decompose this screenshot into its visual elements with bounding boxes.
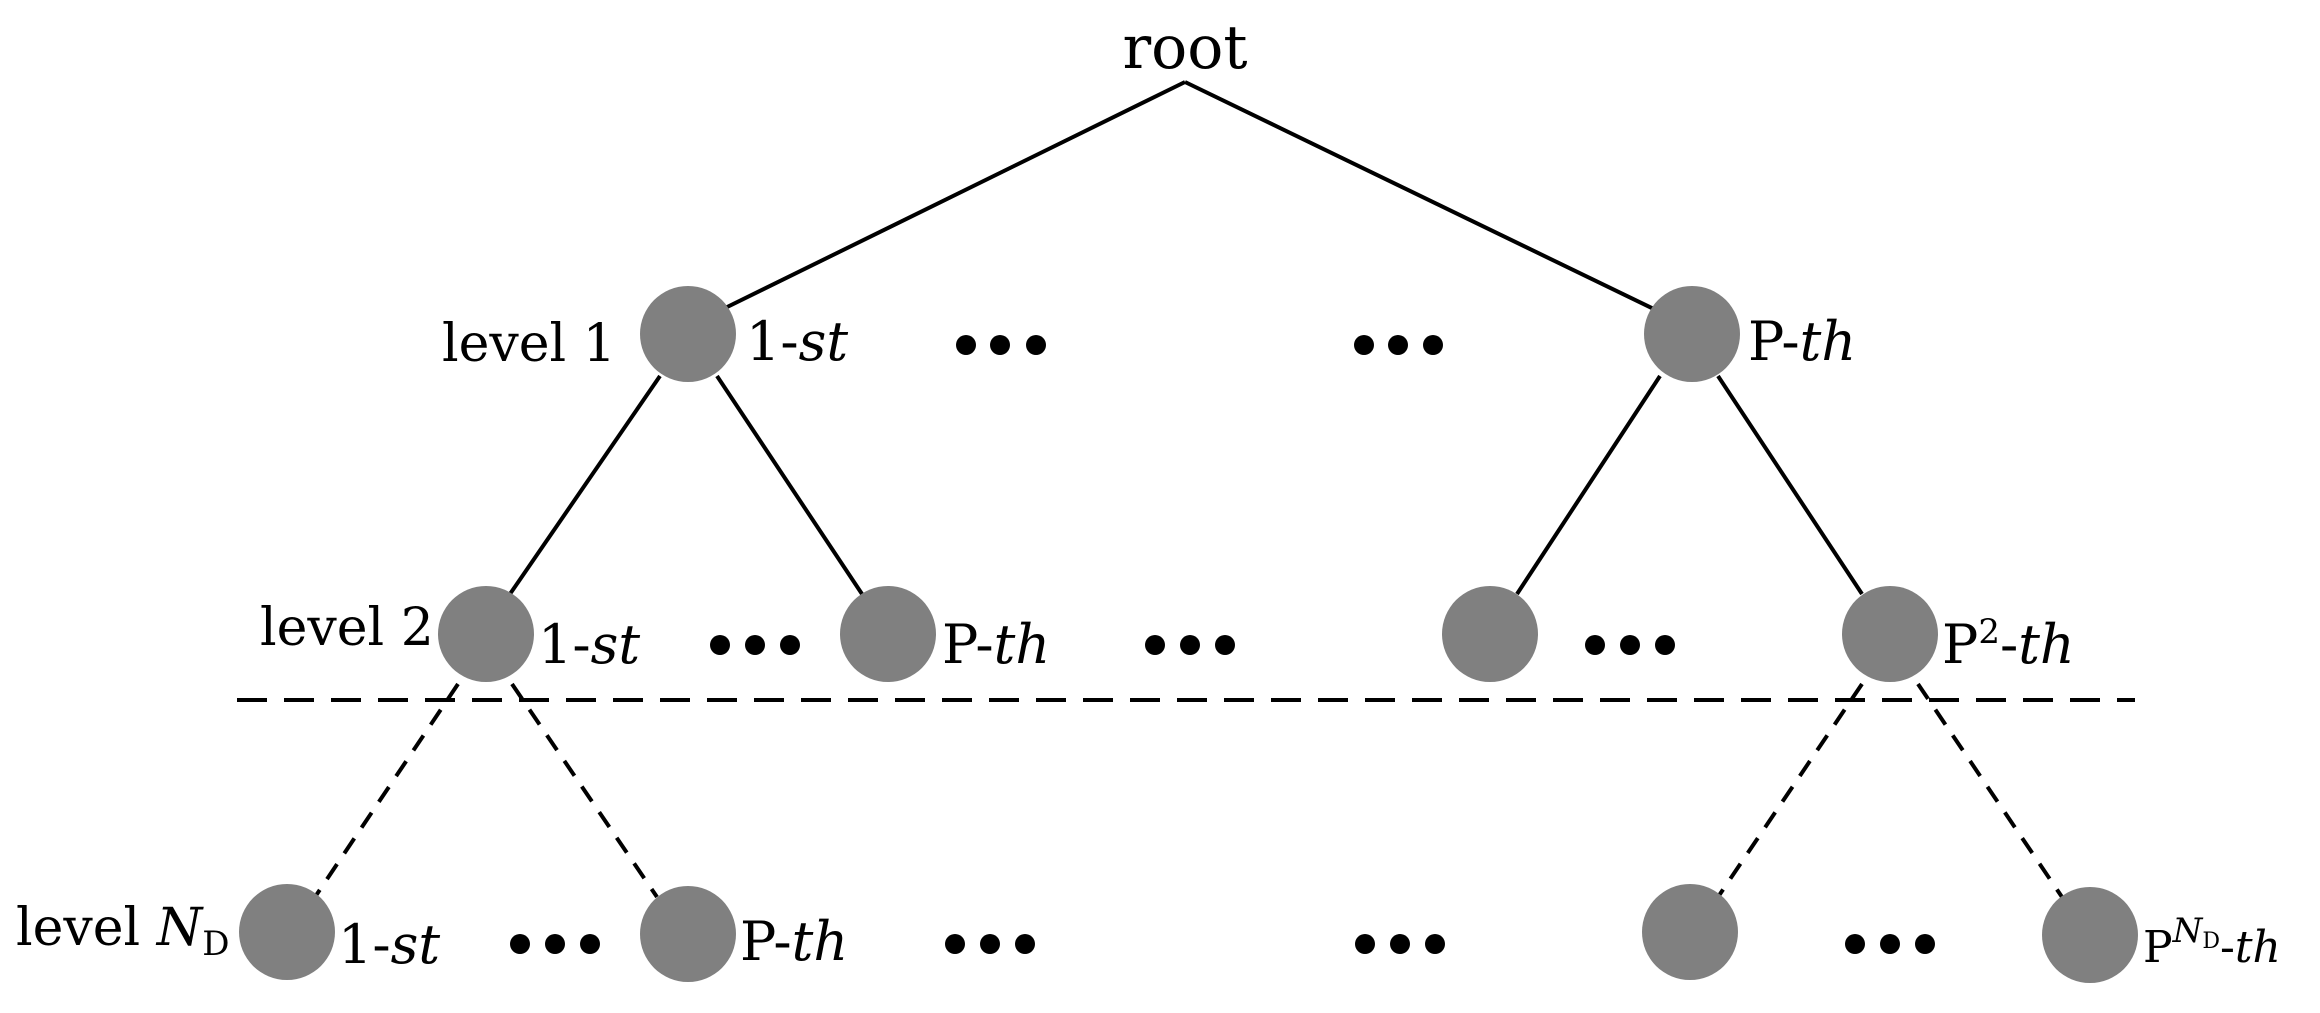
label-level2-first: 1-st: [538, 613, 640, 676]
ellipsis-levelN-d: [1845, 934, 1935, 954]
edge-level1-pth-to-level2-p2th: [1716, 374, 1864, 596]
ellipsis-level2-b: [1145, 635, 1235, 655]
ellipsis-levelN-c: [1355, 934, 1445, 954]
label-level2-pth: P-th: [942, 613, 1050, 676]
label-levelN-pNDth: PND-th: [2143, 911, 2281, 973]
edge-root-level1-pth: [1184, 80, 1661, 314]
level1-label: level 1: [442, 314, 616, 374]
levelN-label: level ND: [16, 898, 229, 964]
node-levelN-pNDth: [2042, 887, 2138, 983]
label-levelN-first: 1-st: [338, 913, 440, 976]
edge-level1-first-to-level2-first: [508, 374, 662, 596]
edge-level1-pth-to-level2-left: [1515, 374, 1662, 596]
levelN-var: N: [155, 898, 204, 958]
node-level2-p2th: [1842, 586, 1938, 682]
levelN-prefix: level: [16, 898, 157, 958]
label-levelN-pth: P-th: [740, 910, 848, 973]
ellipsis-levelN-a: [510, 934, 600, 954]
level2-label: level 2: [260, 598, 434, 658]
root-label: root: [1122, 13, 1247, 83]
edge-dashed-left-down-right: [510, 682, 659, 899]
ellipsis-level2-a: [710, 635, 800, 655]
ellipsis-level2-c: [1585, 635, 1675, 655]
node-level2-first: [438, 586, 534, 682]
ellipsis-level1-left: [956, 335, 1046, 355]
label-level2-p2th: P2-th: [1942, 612, 2075, 676]
node-level2-pth: [840, 586, 936, 682]
levelN-sub: D: [202, 924, 229, 964]
ellipsis-levelN-b: [945, 934, 1035, 954]
label-level1-first: 1-st: [746, 310, 848, 373]
label-level1-pth: P-th: [1748, 310, 1856, 373]
node-level1-first: [640, 286, 736, 382]
node-level1-pth: [1644, 286, 1740, 382]
edge-dashed-right-down-right: [1916, 682, 2064, 899]
node-levelN-first: [239, 884, 335, 980]
ellipsis-level1-right: [1354, 335, 1443, 355]
edge-dashed-right-down-left: [1716, 682, 1864, 899]
edge-root-level1-first: [716, 80, 1186, 314]
edge-level1-first-to-level2-pth: [715, 374, 864, 596]
edge-dashed-left-down-left: [313, 682, 460, 899]
node-levelN-right-left: [1642, 884, 1738, 980]
node-level2-right-left: [1442, 586, 1538, 682]
node-levelN-pth: [640, 886, 736, 982]
